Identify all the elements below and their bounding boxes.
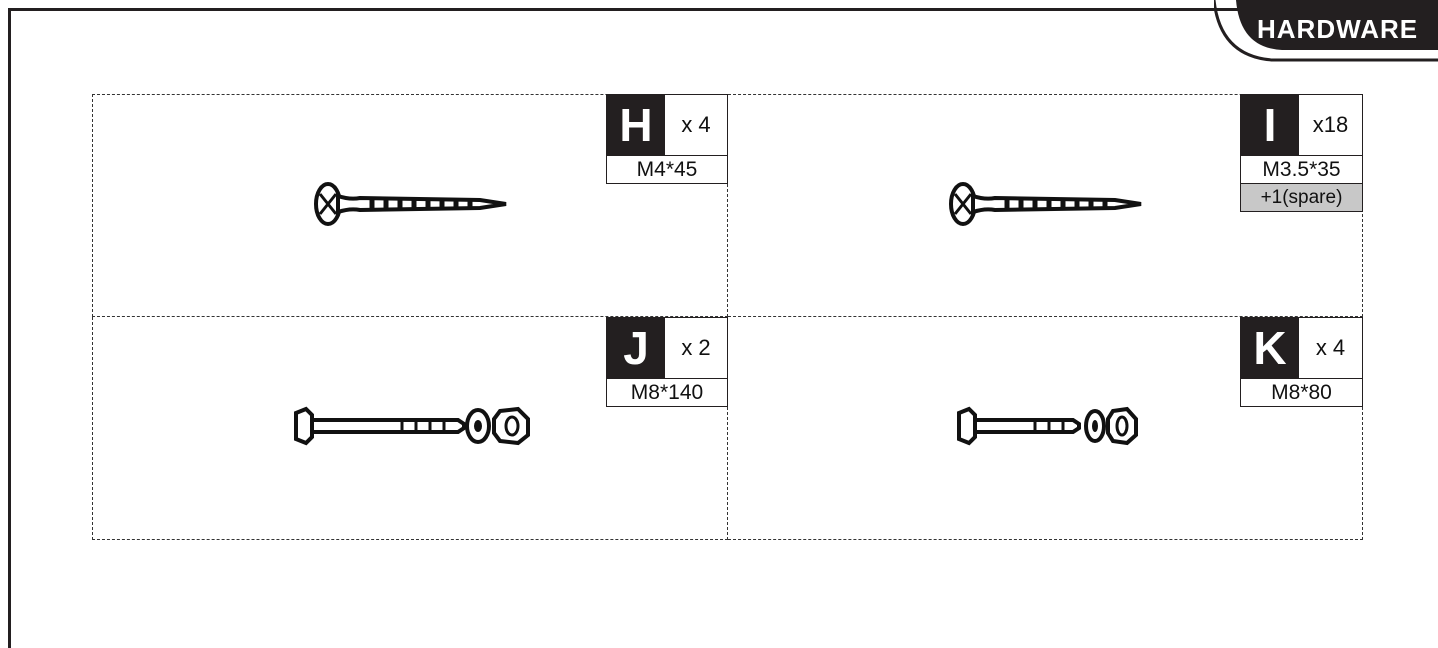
section-title: HARDWARE	[1257, 14, 1419, 44]
bolt-washer-nut-icon	[957, 406, 1138, 446]
wood-screw-icon	[949, 182, 1142, 226]
part-letter: J	[607, 318, 665, 378]
part-panel-k	[728, 317, 1363, 540]
part-badge-j: J x 2	[606, 317, 728, 379]
page-frame	[8, 8, 1438, 648]
part-spec: M8*140	[606, 379, 728, 407]
part-quantity: x 4	[1315, 335, 1346, 360]
part-panel-j	[92, 317, 728, 540]
wood-screw-icon	[314, 182, 507, 226]
spare-note: +1(spare)	[1240, 184, 1363, 212]
part-quantity: x18	[1312, 112, 1349, 137]
part-quantity: x 2	[681, 335, 711, 360]
part-spec: M8*80	[1240, 379, 1363, 407]
part-spec: M4*45	[606, 156, 728, 184]
part-quantity: x 4	[681, 112, 711, 137]
hardware-tab	[1214, 0, 1438, 62]
part-letter: I	[1241, 95, 1299, 155]
part-badge-k: K x 4	[1240, 317, 1363, 379]
part-spec: M3.5*35	[1240, 156, 1363, 184]
part-letter: K	[1241, 318, 1299, 378]
bolt-washer-nut-icon	[294, 406, 530, 446]
part-badge-h: H x 4	[606, 94, 728, 156]
part-panel-h	[92, 94, 728, 317]
part-badge-i: I x18	[1240, 94, 1363, 156]
part-letter: H	[607, 95, 665, 155]
